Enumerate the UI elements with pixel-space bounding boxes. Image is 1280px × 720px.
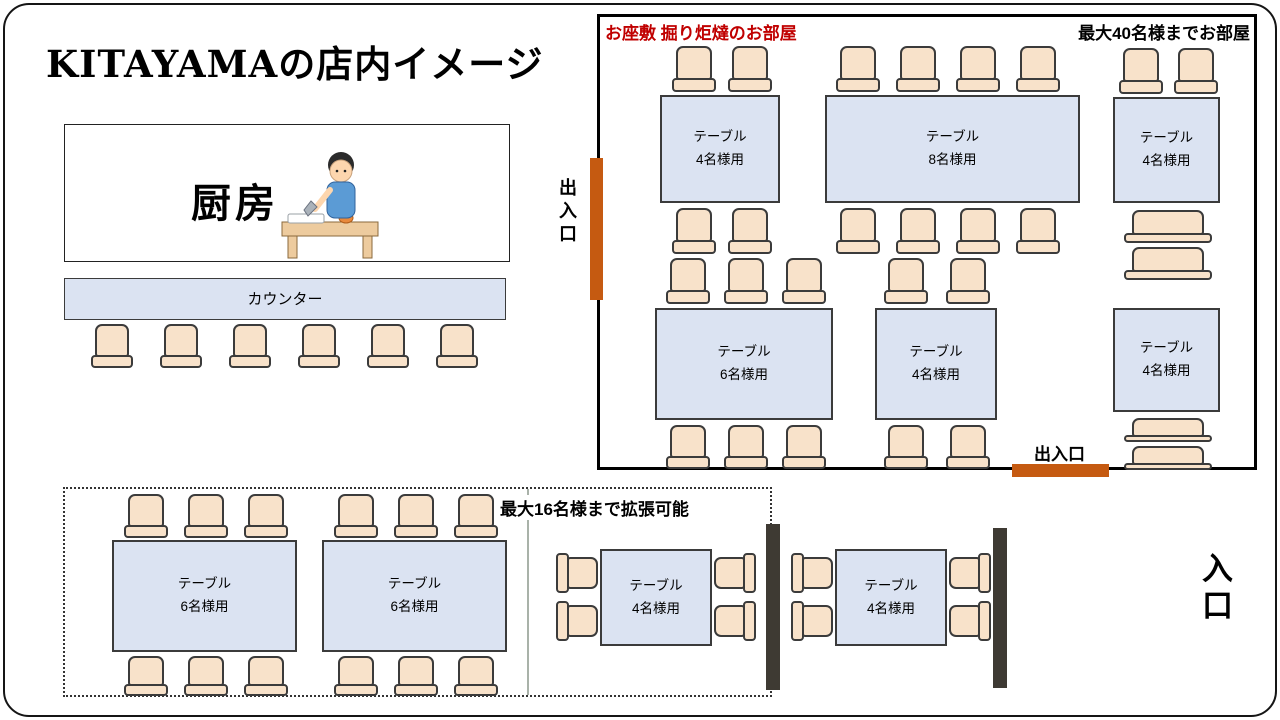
room-capacity-label: 最大40名様までお部屋	[1078, 24, 1250, 43]
chair	[436, 324, 478, 368]
chair	[1016, 46, 1060, 92]
exit-bottom-label: 出入口	[1034, 445, 1085, 464]
dining-table: テーブル 4名様用	[875, 308, 997, 420]
chair	[956, 46, 1000, 92]
chair	[896, 46, 940, 92]
counter-label: カウンター	[247, 290, 323, 308]
chair	[184, 494, 228, 538]
chair	[556, 553, 598, 593]
chair	[394, 494, 438, 538]
chair	[367, 324, 409, 368]
kitchen-area: 厨房	[64, 124, 510, 262]
chair	[334, 656, 378, 696]
chair	[1016, 208, 1060, 254]
expandable-area-label: 最大16名様まで拡張可能	[497, 495, 692, 520]
chef-illustration	[281, 152, 379, 259]
kitchen-label: 厨房	[191, 180, 279, 227]
dining-table: テーブル 6名様用	[322, 540, 507, 652]
dining-table: テーブル 4名様用	[1113, 308, 1220, 412]
chair	[724, 258, 768, 304]
chair	[949, 553, 991, 593]
chair	[1124, 418, 1212, 442]
partition-bar	[766, 524, 780, 690]
chair	[714, 553, 756, 593]
chair	[836, 208, 880, 254]
chair	[782, 425, 826, 469]
dining-table: テーブル 4名様用	[660, 95, 780, 203]
chair	[946, 425, 990, 469]
chair	[946, 258, 990, 304]
exit-left-label: 出入口	[557, 178, 577, 247]
chair	[244, 656, 288, 696]
divider-line	[527, 489, 529, 695]
dining-table: テーブル 4名様用	[1113, 97, 1220, 203]
counter: カウンター	[64, 278, 506, 320]
partition-bar	[993, 528, 1007, 688]
chair	[454, 656, 498, 696]
chair	[728, 208, 772, 254]
entrance-label: 入口	[1196, 552, 1232, 626]
chair	[334, 494, 378, 538]
chair	[782, 258, 826, 304]
chair	[666, 258, 710, 304]
chair	[666, 425, 710, 469]
chair	[184, 656, 228, 696]
chair	[1174, 48, 1218, 94]
chair	[1124, 446, 1212, 470]
dining-table: テーブル 6名様用	[112, 540, 297, 652]
dining-table: テーブル 6名様用	[655, 308, 833, 420]
chair	[124, 494, 168, 538]
chair	[896, 208, 940, 254]
dining-table: テーブル 8名様用	[825, 95, 1080, 203]
chair	[229, 324, 271, 368]
chair	[394, 656, 438, 696]
exit-door-bottom	[1012, 464, 1109, 477]
chair	[956, 208, 1000, 254]
page-title: KITAYAMAの店内イメージ	[46, 42, 544, 86]
chair	[91, 324, 133, 368]
dining-table: テーブル 4名様用	[600, 549, 712, 646]
chair	[1119, 48, 1163, 94]
chair	[714, 601, 756, 641]
chair	[298, 324, 340, 368]
chair	[1124, 247, 1212, 280]
exit-door-left	[590, 158, 603, 300]
chair	[672, 46, 716, 92]
dining-table: テーブル 4名様用	[835, 549, 947, 646]
chair	[791, 601, 833, 641]
chair	[728, 46, 772, 92]
tatami-room-label: お座敷 掘り炬燵のお部屋	[605, 24, 797, 43]
chair	[124, 656, 168, 696]
chair	[884, 258, 928, 304]
chair	[556, 601, 598, 641]
chair	[672, 208, 716, 254]
chair	[791, 553, 833, 593]
chair	[160, 324, 202, 368]
chair	[724, 425, 768, 469]
chair	[949, 601, 991, 641]
chair	[454, 494, 498, 538]
chair	[884, 425, 928, 469]
chair	[836, 46, 880, 92]
chair	[1124, 210, 1212, 243]
chair	[244, 494, 288, 538]
